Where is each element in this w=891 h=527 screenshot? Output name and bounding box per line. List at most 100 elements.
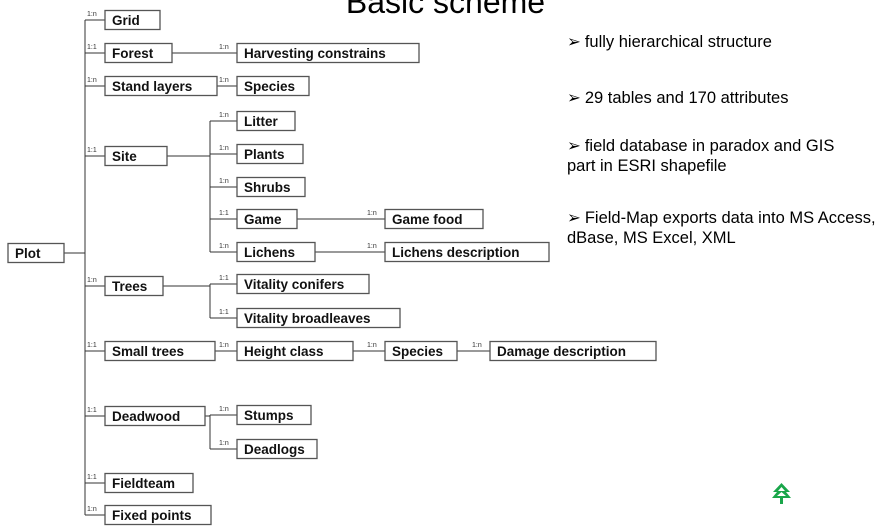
tree-logo-icon (769, 481, 794, 506)
node-litter: Litter (236, 110, 296, 132)
node-box (104, 42, 173, 64)
node-shrubs: Shrubs (236, 176, 306, 198)
arrow-bullet-icon: ➢ (567, 209, 581, 227)
cardinality-label: 1:1 (219, 309, 229, 316)
node-plot: Plot (7, 242, 65, 264)
node-label: Deadlogs (244, 442, 305, 457)
node-label: Species (392, 344, 443, 359)
node-box (7, 242, 65, 264)
cardinality-label: 1:1 (87, 474, 97, 481)
bullet-item: ➢fully hierarchical structure (567, 33, 772, 51)
node-box (236, 438, 318, 460)
node-species2: Species (384, 340, 458, 362)
cardinality-label: 1:n (87, 77, 97, 84)
node-label: Deadwood (112, 409, 180, 424)
node-label: Small trees (112, 344, 184, 359)
node-box (384, 208, 484, 230)
node-box (236, 307, 401, 329)
node-box (104, 340, 216, 362)
cardinality-label: 1:n (367, 342, 377, 349)
node-label: Site (112, 149, 137, 164)
cardinality-label: 1:n (367, 243, 377, 250)
cardinality-label: 1:n (219, 342, 229, 349)
cardinality-label: 1:1 (87, 147, 97, 154)
node-label: Game food (392, 212, 463, 227)
node-box (104, 472, 194, 494)
node-label: Vitality conifers (244, 277, 344, 292)
node-box (236, 208, 298, 230)
cardinality-label: 1:1 (87, 342, 97, 349)
node-box (104, 75, 218, 97)
node-box (104, 405, 206, 427)
node-fixedpoints: Fixed points (104, 504, 212, 526)
cardinality-label: 1:n (87, 506, 97, 513)
node-box (236, 75, 310, 97)
node-harvesting: Harvesting constrains (236, 42, 420, 64)
node-stumps: Stumps (236, 404, 312, 426)
node-label: Game (244, 212, 282, 227)
cardinality-label: 1:1 (87, 44, 97, 51)
node-label: Lichens (244, 245, 295, 260)
node-label: Stumps (244, 408, 294, 423)
cardinality-label: 1:1 (87, 407, 97, 414)
node-gamefood: Game food (384, 208, 484, 230)
node-box (236, 273, 370, 295)
node-label: Litter (244, 114, 278, 129)
node-label: Grid (112, 13, 140, 28)
node-deadlogs: Deadlogs (236, 438, 318, 460)
cardinality-label: 1:n (219, 406, 229, 413)
cardinality-label: 1:1 (219, 275, 229, 282)
node-box (236, 176, 306, 198)
node-label: Height class (244, 344, 324, 359)
node-forest: Forest (104, 42, 173, 64)
bullet-item: ➢Field-Map exports data into MS Access, … (567, 209, 876, 247)
arrow-bullet-icon: ➢ (567, 137, 581, 155)
cardinality-label: 1:n (219, 77, 229, 84)
node-box (236, 42, 420, 64)
node-damagedesc: Damage description (489, 340, 657, 362)
node-heightclass: Height class (236, 340, 354, 362)
node-box (384, 340, 458, 362)
cardinality-label: 1:n (87, 277, 97, 284)
cardinality-label: 1:1 (219, 210, 229, 217)
node-game: Game (236, 208, 298, 230)
node-box (104, 504, 212, 526)
arrow-bullet-icon: ➢ (567, 89, 581, 107)
node-label: Plot (15, 246, 41, 261)
cardinality-label: 1:n (367, 210, 377, 217)
node-label: Species (244, 79, 295, 94)
node-label: Fixed points (112, 508, 192, 523)
node-label: Shrubs (244, 180, 291, 195)
node-standlayers: Stand layers (104, 75, 218, 97)
node-plants: Plants (236, 143, 304, 165)
node-label: Fieldteam (112, 476, 175, 491)
cardinality-label: 1:n (219, 178, 229, 185)
node-trees: Trees (104, 275, 164, 297)
node-label: Vitality broadleaves (244, 311, 371, 326)
node-vitconifers: Vitality conifers (236, 273, 370, 295)
node-fieldteam: Fieldteam (104, 472, 194, 494)
node-deadwood: Deadwood (104, 405, 206, 427)
node-box (104, 145, 168, 167)
cardinality-label: 1:n (219, 145, 229, 152)
node-lichensdesc: Lichens description (384, 241, 550, 263)
node-species1: Species (236, 75, 310, 97)
cardinality-label: 1:n (219, 243, 229, 250)
node-lichens: Lichens (236, 241, 316, 263)
node-label: Damage description (497, 344, 626, 359)
cardinality-label: 1:n (87, 11, 97, 18)
node-box (236, 110, 296, 132)
node-box (236, 241, 316, 263)
node-box (489, 340, 657, 362)
node-label: Trees (112, 279, 147, 294)
node-box (236, 404, 312, 426)
node-box (236, 340, 354, 362)
node-grid: Grid (104, 9, 161, 31)
node-box (384, 241, 550, 263)
page-title: Basic scheme (345, 0, 546, 20)
node-label: Plants (244, 147, 285, 162)
node-box (104, 275, 164, 297)
node-smalltrees: Small trees (104, 340, 216, 362)
node-label: Stand layers (112, 79, 192, 94)
